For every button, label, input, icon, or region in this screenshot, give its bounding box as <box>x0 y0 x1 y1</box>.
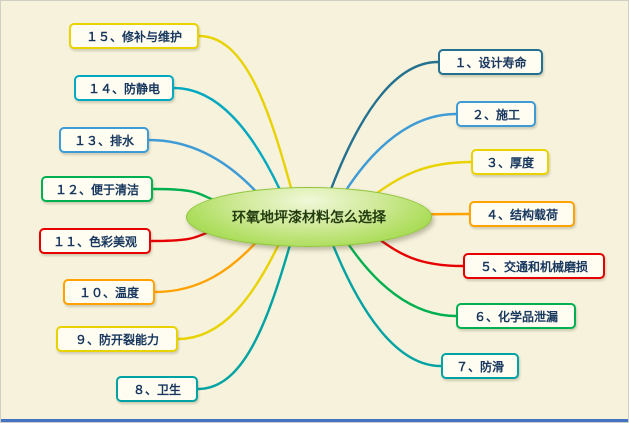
topic-node-1[interactable]: １、设计寿命 <box>438 49 543 75</box>
topic-node-2-label: ２、施工 <box>471 107 520 122</box>
topic-node-9-label: ９、防开裂能力 <box>74 332 159 347</box>
topic-node-6[interactable]: ６、化学品泄漏 <box>456 303 576 329</box>
topic-node-4-label: ４、结构载荷 <box>485 207 558 222</box>
topic-node-7[interactable]: ７、防滑 <box>441 353 519 379</box>
connector-line-14 <box>172 86 281 190</box>
topic-node-10-label: １０、温度 <box>78 285 139 300</box>
topic-node-5[interactable]: ５、交通和机械磨损 <box>463 253 605 279</box>
topic-node-12-label: １２、便于清洁 <box>54 182 139 197</box>
topic-node-14[interactable]: １４、防静电 <box>74 75 174 101</box>
topic-node-4[interactable]: ４、结构载荷 <box>469 201 575 227</box>
central-topic[interactable]: 环氧地坪漆材料怎么选择 <box>186 187 432 247</box>
connector-line-7 <box>331 242 443 368</box>
connector-line-11 <box>149 230 211 243</box>
topic-node-1-label: １、设计寿命 <box>454 55 527 70</box>
connector-line-15 <box>197 34 293 190</box>
topic-node-3[interactable]: ３、厚度 <box>471 149 549 175</box>
connector-line-8 <box>196 242 292 391</box>
connector-line-2 <box>345 112 458 191</box>
topic-node-10[interactable]: １０、温度 <box>63 279 155 305</box>
connector-line-6 <box>346 241 458 318</box>
topic-node-15-label: １５、修补与维护 <box>85 29 182 44</box>
topic-node-8[interactable]: ８、卫生 <box>116 376 198 402</box>
topic-node-11[interactable]: １１、色彩美观 <box>39 228 151 254</box>
topic-node-15[interactable]: １５、修补与维护 <box>69 23 199 49</box>
topic-node-5-label: ５、交通和机械磨损 <box>479 259 588 274</box>
bottom-window-border <box>1 419 628 422</box>
connector-line-4 <box>425 212 471 216</box>
connector-line-12 <box>151 187 214 201</box>
connector-line-9 <box>176 242 281 341</box>
topic-node-8-label: ８、卫生 <box>132 382 181 397</box>
topic-node-7-label: ７、防滑 <box>455 359 504 374</box>
topic-node-6-label: ６、化学品泄漏 <box>473 309 558 324</box>
topic-node-13[interactable]: １３、排水 <box>59 127 149 153</box>
central-topic-label: 环氧地坪漆材料怎么选择 <box>232 209 386 225</box>
topic-node-14-label: １４、防静电 <box>87 81 160 96</box>
topic-node-11-label: １１、色彩美观 <box>52 234 137 249</box>
connector-line-5 <box>377 237 465 268</box>
topic-node-3-label: ３、厚度 <box>485 155 534 170</box>
topic-node-12[interactable]: １２、便于清洁 <box>41 176 153 202</box>
connector-line-1 <box>330 60 440 190</box>
topic-node-13-label: １３、排水 <box>73 133 134 148</box>
connector-line-13 <box>147 138 257 192</box>
connector-line-10 <box>153 240 259 294</box>
topic-node-2[interactable]: ２、施工 <box>456 101 536 127</box>
connector-line-3 <box>375 160 473 195</box>
topic-node-9[interactable]: ９、防开裂能力 <box>56 326 178 352</box>
